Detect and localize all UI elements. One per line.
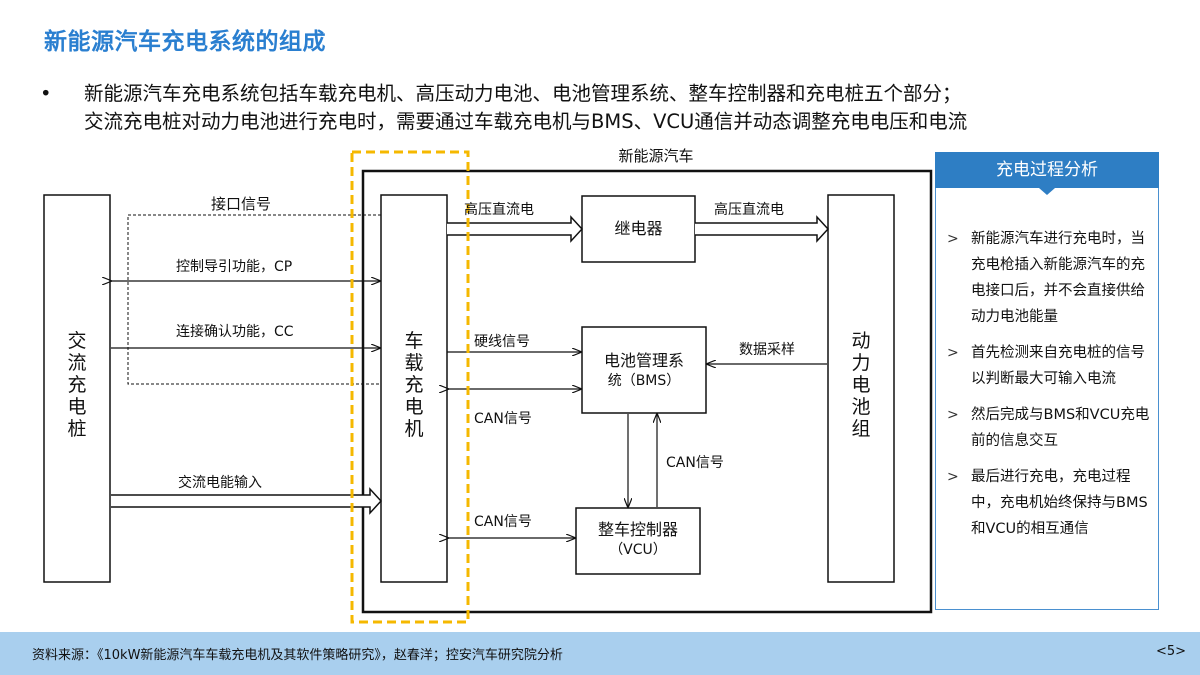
panel-item-text: 新能源汽车进行充电时，当充电枪插入新能源汽车的充电接口后，并不会直接供给动力电池… <box>971 231 1145 325</box>
panel-header-pointer <box>1039 188 1055 195</box>
ac-pile-box <box>43 194 111 583</box>
page-title: 新能源汽车充电系统的组成 <box>44 29 326 55</box>
onboard-charger-label: 车载充电机 <box>404 330 424 440</box>
bullet-marker: • <box>40 82 52 105</box>
footer-bar <box>0 632 1200 675</box>
panel-item-text: 然后完成与BMS和VCU充电前的信息交互 <box>971 407 1150 449</box>
bullet-text: 新能源汽车充电系统包括车载充电机、高压动力电池、电池管理系统、整车控制器和充电桩… <box>84 80 1174 136</box>
vcu-label-line-1: 整车控制器 <box>597 520 678 539</box>
panel-item: > 然后完成与BMS和VCU充电前的信息交互 <box>945 402 1150 454</box>
ac-input-arrow <box>111 487 383 515</box>
hv-dc-label-2: 高压直流电 <box>714 202 784 218</box>
bms-label-line-1: 电池管理系 <box>603 351 684 370</box>
vcu-label: 整车控制器 （VCU） <box>576 520 700 560</box>
bullet-line-2: 交流充电桩对动力电池进行充电时，需要通过车载充电机与BMS、VCU通信并动态调整… <box>84 110 968 133</box>
charging-process-panel <box>935 152 1159 610</box>
hv-dc-arrow-1 <box>447 215 584 243</box>
panel-item: > 最后进行充电，充电过程中，充电机始终保持与BMS和VCU的相互通信 <box>945 464 1150 542</box>
chevron-right-icon: > <box>947 469 959 485</box>
vehicle-label: 新能源汽车 <box>618 147 694 165</box>
onboard-charger-box <box>380 194 448 583</box>
bms-box <box>581 326 707 414</box>
bms-label: 电池管理系 统（BMS） <box>582 351 706 391</box>
ac-input-label: 交流电能输入 <box>178 475 262 491</box>
cc-label: 连接确认功能，CC <box>176 324 294 340</box>
panel-header: 充电过程分析 <box>935 152 1159 188</box>
panel-item: > 首先检测来自充电桩的信号以判断最大可输入电流 <box>945 340 1150 392</box>
battery-pack-label: 动力电池组 <box>851 330 871 440</box>
cp-label: 控制导引功能，CP <box>176 259 293 275</box>
chevron-right-icon: > <box>947 231 959 247</box>
chevron-right-icon: > <box>947 345 959 361</box>
vcu-label-line-2: （VCU） <box>609 542 667 558</box>
panel-list: > 新能源汽车进行充电时，当充电枪插入新能源汽车的充电接口后，并不会直接供给动力… <box>945 226 1150 552</box>
hardwire-label: 硬线信号 <box>474 334 530 350</box>
can-label-2: CAN信号 <box>666 455 724 471</box>
panel-item: > 新能源汽车进行充电时，当充电枪插入新能源汽车的充电接口后，并不会直接供给动力… <box>945 226 1150 330</box>
hv-dc-arrow-2 <box>695 215 830 243</box>
interface-signal-dashed-loop <box>127 214 381 385</box>
can-label-3: CAN信号 <box>474 514 532 530</box>
battery-pack-box <box>827 194 895 583</box>
can-label-1: CAN信号 <box>474 411 532 427</box>
bms-label-line-2: 统（BMS） <box>607 373 681 389</box>
charger-highlight <box>350 150 470 624</box>
source-citation: 资料来源：《10kW新能源汽车车载充电机及其软件策略研究》，赵春洋；控安汽车研究… <box>32 648 563 663</box>
panel-item-text: 首先检测来自充电桩的信号以判断最大可输入电流 <box>971 345 1145 387</box>
vehicle-boundary <box>361 169 933 614</box>
bullet-line-1: 新能源汽车充电系统包括车载充电机、高压动力电池、电池管理系统、整车控制器和充电桩… <box>84 82 962 105</box>
relay-label: 继电器 <box>614 219 663 238</box>
hv-dc-label-1: 高压直流电 <box>464 202 534 218</box>
data-sampling-label: 数据采样 <box>739 342 795 358</box>
page-number: <5> <box>1156 644 1187 659</box>
chevron-right-icon: > <box>947 407 959 423</box>
panel-item-text: 最后进行充电，充电过程中，充电机始终保持与BMS和VCU的相互通信 <box>971 469 1148 537</box>
interface-signal-label: 接口信号 <box>211 195 272 213</box>
ac-pile-label: 交流充电桩 <box>67 330 87 440</box>
vcu-box <box>575 507 701 575</box>
